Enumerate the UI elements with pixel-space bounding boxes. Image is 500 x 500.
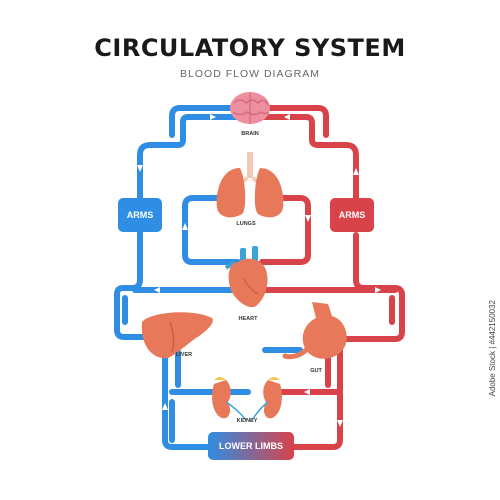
deoxygenated-vessels — [114, 114, 303, 450]
kidneys-icon — [212, 377, 282, 421]
lungs-label: LUNGS — [236, 221, 256, 227]
heart-icon — [224, 246, 268, 308]
oxygenated-vessels — [249, 114, 405, 450]
stock-watermark: Adobe Stock | #442150032 — [488, 300, 497, 397]
gut-label: GUT — [310, 368, 322, 374]
liver-icon — [141, 312, 213, 359]
liver-label: LIVER — [176, 352, 192, 358]
lower-limbs-box: LOWER LIMBS — [208, 432, 294, 460]
arms-left-box: ARMS — [118, 198, 162, 232]
arms-right-label: ARMS — [339, 210, 366, 220]
kidney-label: KIDNEY — [237, 418, 258, 424]
brain-label: BRAIN — [241, 131, 258, 137]
diagram-title: CIRCULATORY SYSTEM — [94, 34, 406, 62]
brain-icon — [230, 92, 270, 124]
stomach-icon — [282, 302, 347, 360]
arms-right-box: ARMS — [330, 198, 374, 232]
arms-left-label: ARMS — [127, 210, 154, 220]
lungs-icon — [216, 152, 284, 218]
heart-label: HEART — [239, 316, 259, 322]
lower-limbs-label: LOWER LIMBS — [219, 441, 283, 451]
diagram-subtitle: BLOOD FLOW DIAGRAM — [180, 68, 320, 80]
